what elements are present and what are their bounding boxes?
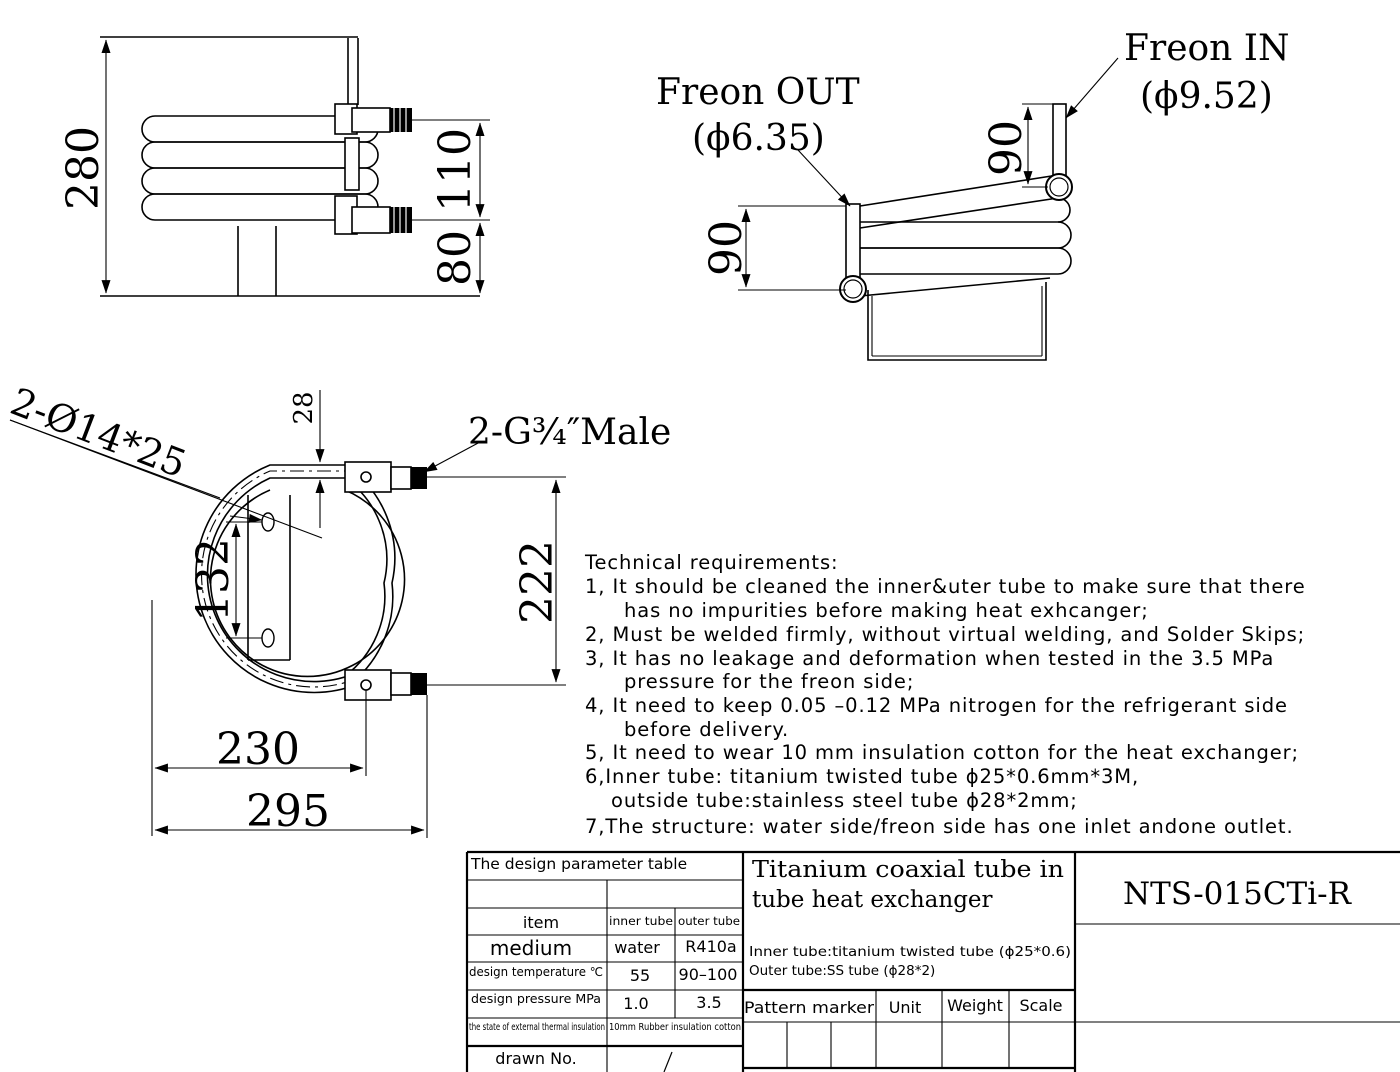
product-name-line2: tube heat exchanger bbox=[752, 887, 993, 913]
dim-90-right-label: 90 bbox=[981, 120, 1032, 176]
requirement-line: 2, Must be welded firmly, without virtua… bbox=[585, 623, 1305, 646]
param-medium-label: medium bbox=[490, 936, 572, 960]
title-block: The design parameter table item inner tu… bbox=[465, 850, 1400, 1072]
param-header-inner: inner tube bbox=[609, 914, 673, 928]
freon-in-diameter: (ϕ9.52) bbox=[1140, 76, 1273, 117]
upper-connector bbox=[334, 103, 412, 135]
param-pressure-label: design pressure MPa bbox=[471, 991, 601, 1006]
dim-90-left-label: 90 bbox=[701, 220, 752, 276]
param-pressure-inner: 1.0 bbox=[623, 994, 648, 1013]
side-view: 280 110 80 bbox=[58, 36, 490, 297]
requirements-title: Technical requirements: bbox=[584, 551, 839, 574]
top-connector bbox=[344, 461, 427, 493]
header-weight: Weight bbox=[947, 996, 1003, 1015]
freon-out-label: Freon OUT bbox=[656, 72, 860, 113]
dim-222-label: 222 bbox=[512, 540, 563, 624]
requirement-line: 1, It should be cleaned the inner&uter t… bbox=[585, 575, 1306, 598]
param-temp-label: design temperature ℃ bbox=[469, 965, 603, 979]
requirement-line: pressure for the freon side; bbox=[624, 670, 914, 693]
requirement-line: 6,Inner tube: titanium twisted tube ϕ25*… bbox=[585, 765, 1139, 788]
dim-80-label: 80 bbox=[430, 230, 481, 286]
model-number: NTS-015CTi-R bbox=[1123, 876, 1353, 912]
dim-28-label: 28 bbox=[289, 391, 319, 424]
param-drawn-no-label: drawn No. bbox=[495, 1049, 576, 1068]
holes-callout: 2-Ø14*25 bbox=[5, 379, 192, 486]
requirement-line: has no impurities before making heat exh… bbox=[624, 599, 1149, 622]
requirement-line: before delivery. bbox=[624, 718, 789, 741]
requirement-line: 7,The structure: water side/freon side h… bbox=[585, 815, 1294, 838]
coil-turns bbox=[141, 115, 379, 221]
spec-inner-tube: Inner tube:titanium twisted tube (ϕ25*0.… bbox=[749, 944, 1071, 960]
requirement-line: 4, It need to keep 0.05 –0.12 MPa nitrog… bbox=[585, 694, 1288, 717]
param-insulation-label: the state of external thermal insulation bbox=[469, 1022, 605, 1033]
dim-230-label: 230 bbox=[216, 724, 300, 775]
freon-in-label: Freon IN bbox=[1124, 28, 1290, 69]
technical-requirements: Technical requirements: 1, It should be … bbox=[584, 551, 1306, 838]
top-view: 28 2-Ø14*25 2-G¾″Male 132 222 230 295 bbox=[5, 379, 671, 838]
bottom-connector bbox=[344, 669, 427, 701]
header-pattern-marker: Pattern marker bbox=[744, 998, 874, 1017]
param-header-item: item bbox=[523, 913, 559, 932]
thread-callout: 2-G¾″Male bbox=[468, 412, 671, 453]
param-temp-inner: 55 bbox=[630, 966, 650, 985]
param-medium-outer: R410a bbox=[685, 937, 736, 956]
header-scale: Scale bbox=[1019, 996, 1062, 1015]
spec-outer-tube: Outer tube:SS tube (ϕ28*2) bbox=[749, 963, 935, 979]
param-pressure-outer: 3.5 bbox=[696, 993, 721, 1012]
header-unit: Unit bbox=[889, 998, 922, 1017]
param-table-title: The design parameter table bbox=[470, 855, 687, 873]
product-name-line1: Titanium coaxial tube in bbox=[752, 857, 1064, 883]
freon-out-diameter: (ϕ6.35) bbox=[692, 118, 825, 159]
param-medium-inner: water bbox=[614, 938, 660, 957]
dim-132-label: 132 bbox=[188, 538, 239, 622]
dim-295-label: 295 bbox=[246, 786, 330, 837]
requirement-line: 3, It has no leakage and deformation whe… bbox=[585, 647, 1274, 670]
param-insulation-value: 10mm Rubber insulation cotton bbox=[609, 1022, 741, 1033]
requirement-line: 5, It need to wear 10 mm insulation cott… bbox=[585, 741, 1299, 764]
param-header-outer: outer tube bbox=[678, 914, 740, 928]
dim-280-label: 280 bbox=[58, 126, 109, 210]
dim-110-label: 110 bbox=[430, 128, 481, 212]
param-temp-outer: 90–100 bbox=[679, 965, 738, 984]
front-view: 90 90 Freon OUT (ϕ6.35) Freon IN (ϕ9.52) bbox=[656, 28, 1290, 361]
lower-connector bbox=[334, 195, 412, 235]
requirement-line: outside tube:stainless steel tube ϕ28*2m… bbox=[611, 789, 1078, 812]
